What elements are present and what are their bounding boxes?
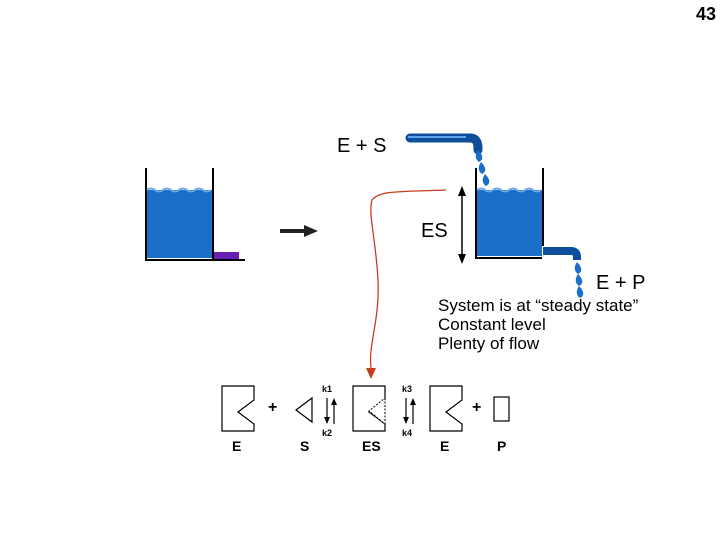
rate-constant-k3: k3 (402, 384, 413, 394)
reverse-arrow-head (331, 398, 337, 405)
steady-state-line: System is at “steady state” (438, 296, 639, 315)
left-tank-water (147, 190, 212, 258)
right-tank-wall (475, 168, 542, 259)
enzyme-label: E (440, 438, 450, 454)
product-shape (493, 396, 510, 422)
right-tank-water (477, 190, 542, 256)
enzyme-shape (429, 385, 463, 432)
droplet-icon (482, 174, 490, 186)
rate-constant-k1: k1 (322, 384, 333, 394)
pointer-line (369, 189, 447, 369)
droplet-icon (478, 162, 486, 174)
forward-arrow-head (403, 417, 409, 424)
slide-number: 43 (695, 4, 716, 24)
complex-label: ES (421, 220, 448, 242)
level-arrow-head-up (458, 186, 466, 196)
droplet-icon (575, 274, 583, 286)
reactants-label: E + S (337, 135, 387, 157)
left-tank-outlet (214, 252, 239, 259)
plenty-of-flow-line: Plenty of flow (438, 334, 540, 353)
product-label: P (497, 438, 507, 454)
rate-constant-k2: k2 (322, 428, 333, 438)
droplet-icon (475, 150, 483, 162)
complex-scheme-label: ES (362, 438, 381, 454)
enzyme-shape (221, 385, 255, 432)
enzyme-label: E (232, 438, 242, 454)
right-tank-surface (476, 187, 542, 193)
plus-sign: + (472, 399, 482, 416)
reverse-arrow-head (410, 398, 416, 405)
forward-arrow-head (324, 417, 330, 424)
outflow-pipe (543, 247, 581, 260)
products-label: E + P (596, 272, 646, 294)
complex-substrate-shape (368, 396, 386, 426)
plus-sign: + (268, 399, 278, 416)
substrate-label: S (300, 438, 310, 454)
flow-arrow-head (304, 225, 318, 237)
constant-level-line: Constant level (438, 315, 546, 334)
pointer-arrow-head (366, 368, 376, 379)
rate-constant-k4: k4 (402, 428, 413, 438)
level-arrow-head-down (458, 254, 466, 264)
substrate-shape (295, 396, 313, 424)
droplet-icon (574, 262, 582, 274)
left-tank-surface (146, 187, 212, 193)
droplet-icon (576, 286, 584, 298)
inflow-pipe (405, 133, 483, 155)
steady-state-text: System is at “steady state” Constant lev… (438, 296, 638, 353)
